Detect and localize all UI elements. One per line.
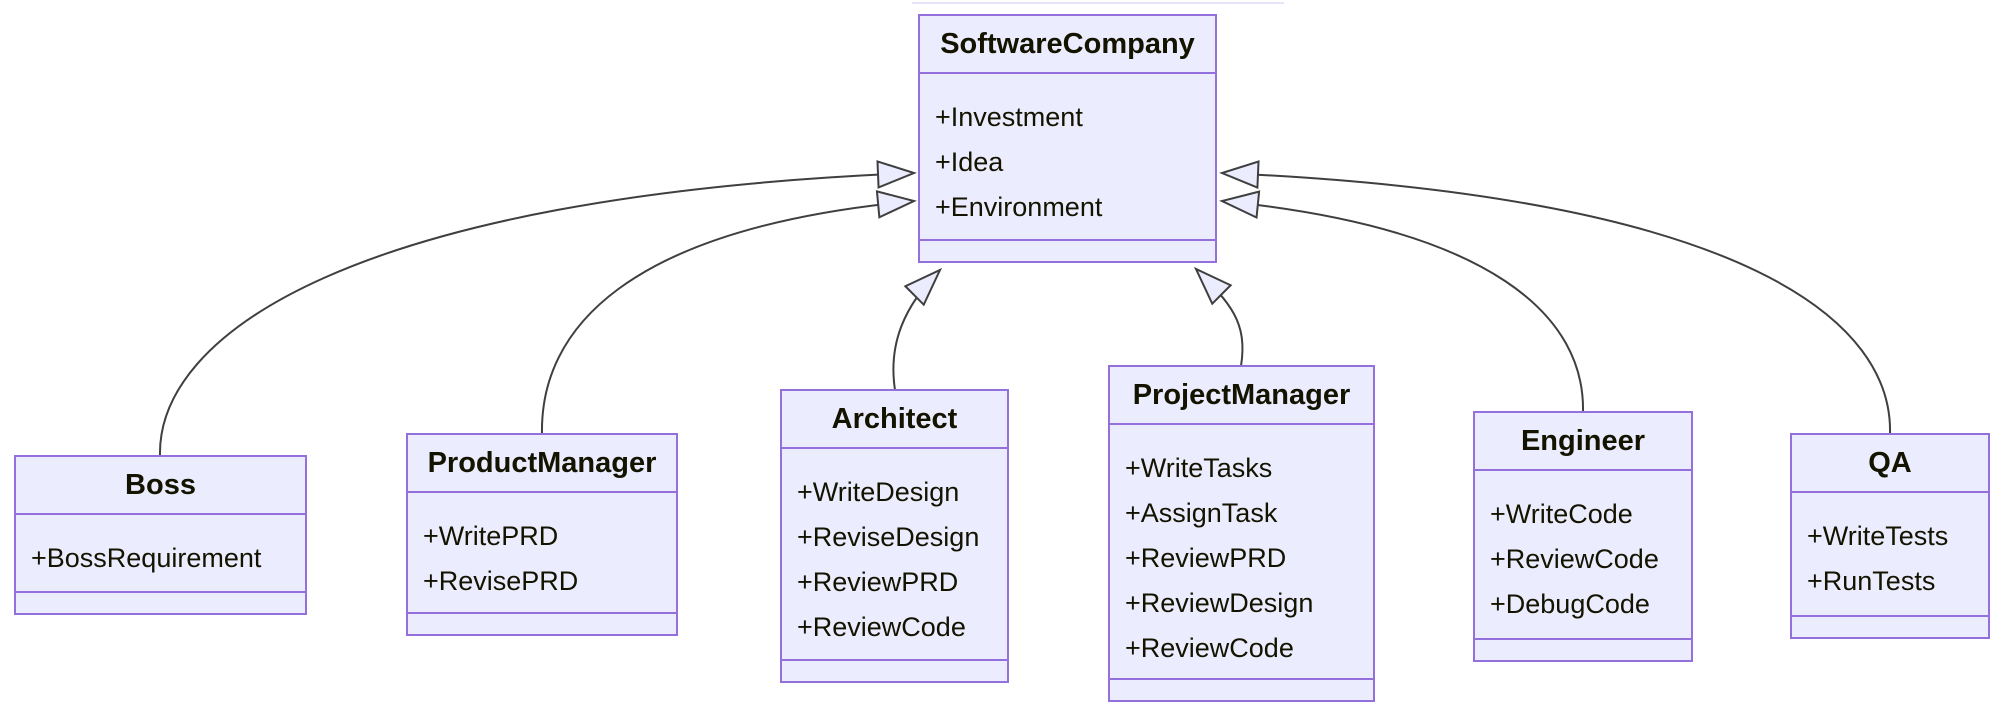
class-methods-empty-product-manager: [408, 614, 676, 634]
class-attributes-product-manager: +WritePRD +RevisePRD: [408, 493, 676, 614]
class-member: +AssignTask: [1125, 498, 1278, 528]
edge-qa-to-software-company: [1219, 160, 1892, 435]
class-name-architect: Architect: [782, 391, 1007, 449]
class-box-product-manager: ProductManager +WritePRD +RevisePRD: [406, 433, 678, 636]
class-member: +WriteCode: [1490, 499, 1633, 529]
class-member: +ReviewCode: [797, 612, 966, 642]
class-member: +RevisePRD: [423, 566, 579, 596]
class-name-qa: QA: [1792, 435, 1988, 493]
class-member: +ReviewPRD: [797, 567, 959, 597]
class-attributes-engineer: +WriteCode +ReviewCode +DebugCode: [1475, 471, 1691, 640]
class-attributes-qa: +WriteTests +RunTests: [1792, 493, 1988, 617]
class-member: +ReviewCode: [1490, 544, 1659, 574]
class-member: +WritePRD: [423, 521, 559, 551]
class-methods-empty-software-company: [920, 241, 1215, 261]
class-attributes-architect: +WriteDesign +ReviseDesign +ReviewPRD +Revi…: [782, 449, 1007, 661]
edge-product-manager-to-software-company: [540, 190, 917, 435]
edge-project-manager-to-software-company: [1193, 266, 1244, 367]
class-member: +DebugCode: [1490, 589, 1650, 619]
class-attributes-software-company: +Investment +Idea +Environment: [920, 74, 1215, 241]
class-methods-empty-qa: [1792, 617, 1988, 637]
class-member: +Idea: [935, 147, 1004, 177]
edge-architect-to-software-company: [892, 267, 943, 391]
class-member: +BossRequirement: [31, 543, 262, 573]
class-box-project-manager: ProjectManager +WriteTasks +AssignTask +Re…: [1108, 365, 1375, 702]
class-member: +ReviewCode: [1125, 633, 1294, 663]
class-name-software-company: SoftwareCompany: [920, 16, 1215, 74]
class-member: +Investment: [935, 102, 1083, 132]
edge-boss-to-software-company: [158, 160, 917, 457]
class-box-qa: QA +WriteTests +RunTests: [1790, 433, 1990, 639]
class-attributes-boss: +BossRequirement: [16, 515, 305, 593]
class-member: +ReviseDesign: [797, 522, 980, 552]
class-name-product-manager: ProductManager: [408, 435, 676, 493]
class-name-project-manager: ProjectManager: [1110, 367, 1373, 425]
class-member: +Environment: [935, 192, 1103, 222]
class-attributes-project-manager: +WriteTasks +AssignTask +ReviewPRD +ReviewD…: [1110, 425, 1373, 680]
class-name-boss: Boss: [16, 457, 305, 515]
class-member: +ReviewDesign: [1125, 588, 1314, 618]
class-name-engineer: Engineer: [1475, 413, 1691, 471]
class-methods-empty-boss: [16, 593, 305, 613]
class-box-software-company: SoftwareCompany +Investment +Idea +Environ…: [918, 14, 1217, 263]
class-methods-empty-engineer: [1475, 640, 1691, 660]
edge-engineer-to-software-company: [1219, 190, 1585, 413]
class-member: +RunTests: [1807, 566, 1936, 596]
class-member: +WriteTests: [1807, 521, 1949, 551]
class-member: +ReviewPRD: [1125, 543, 1287, 573]
class-member: +WriteDesign: [797, 477, 960, 507]
class-box-boss: Boss +BossRequirement: [14, 455, 307, 615]
class-methods-empty-project-manager: [1110, 680, 1373, 700]
class-methods-empty-architect: [782, 661, 1007, 681]
diagram-top-edge: [912, 2, 1284, 4]
class-box-engineer: Engineer +WriteCode +ReviewCode +DebugCode: [1473, 411, 1693, 662]
class-member: +WriteTasks: [1125, 453, 1273, 483]
class-box-architect: Architect +WriteDesign +ReviseDesign +Revi…: [780, 389, 1009, 683]
